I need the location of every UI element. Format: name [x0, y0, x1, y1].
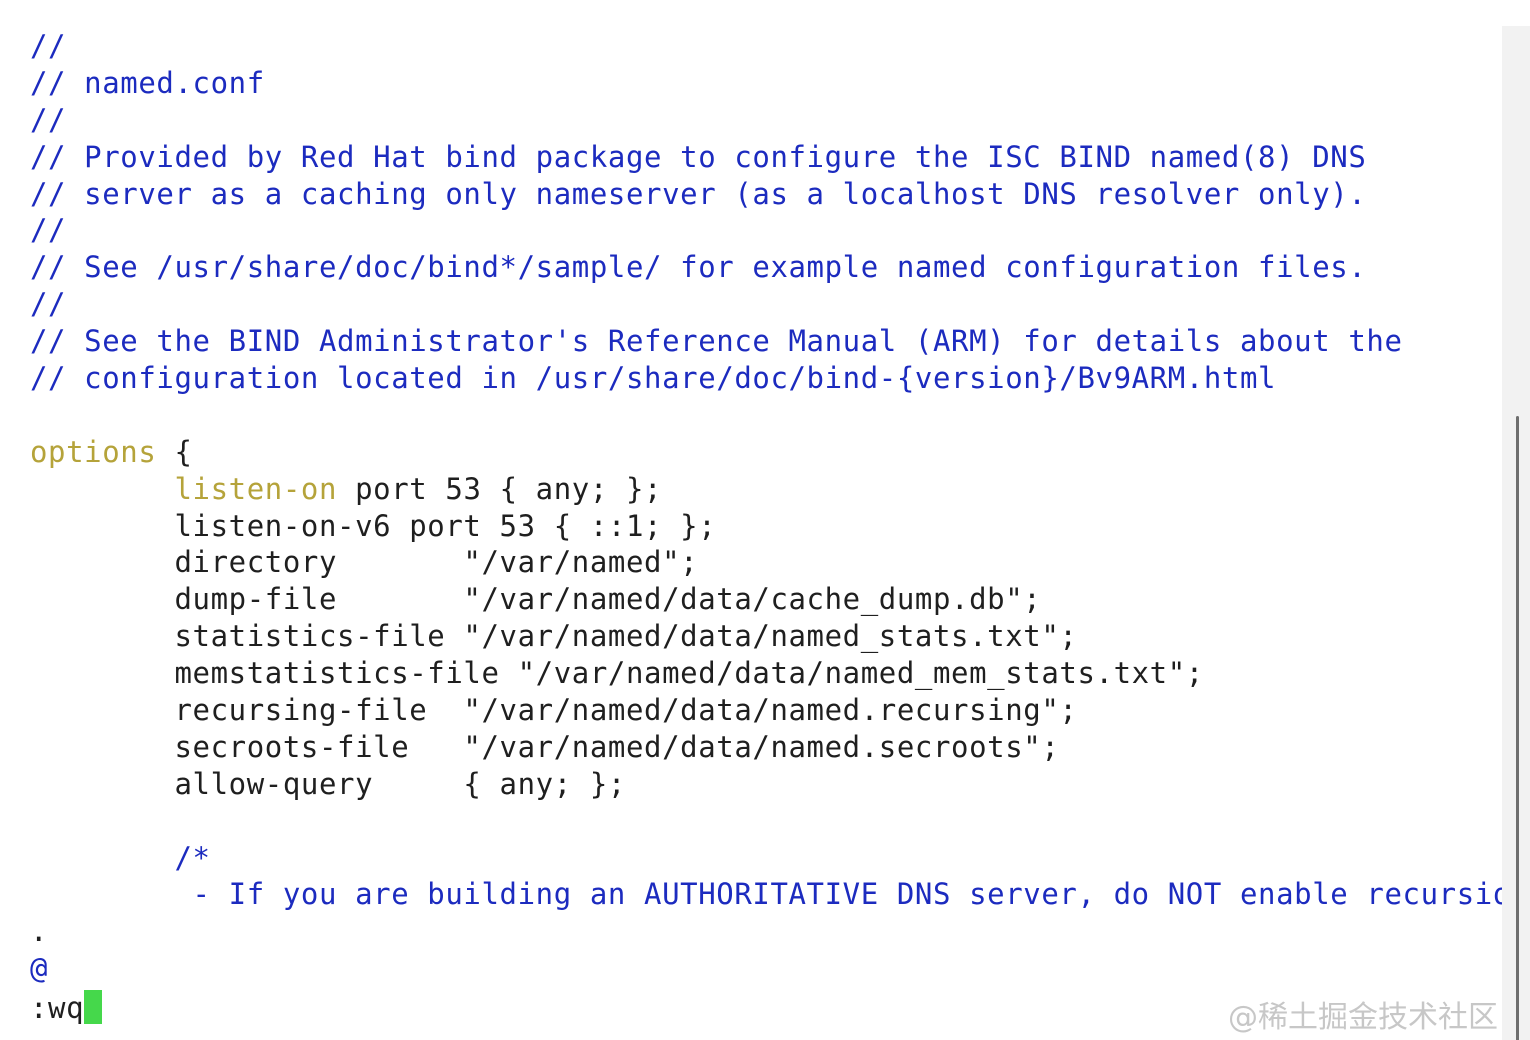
code-line: // named.conf	[30, 65, 265, 100]
code-line: //	[30, 29, 67, 63]
keyword-listen-on: listen-on	[174, 471, 338, 506]
code-line: directory "/var/named";	[30, 545, 699, 580]
code-line: // See /usr/share/doc/bind*/sample/ for …	[30, 250, 1367, 285]
code-line: statistics-file "/var/named/data/named_s…	[30, 619, 1078, 654]
code-line: - If you are building an AUTHORITATIVE D…	[30, 877, 1529, 912]
vim-editor-buffer[interactable]: // // named.conf // // Provided by Red H…	[30, 28, 1529, 987]
code-line: // See the BIND Administrator's Referenc…	[30, 324, 1403, 359]
code-line: recursing-file "/var/named/data/named.re…	[30, 693, 1078, 728]
scrollbar-thumb[interactable]	[1516, 416, 1519, 1040]
code-line: // configuration located in /usr/share/d…	[30, 361, 1277, 396]
code-text: {	[156, 434, 193, 469]
code-line: allow-query { any; };	[30, 766, 626, 801]
code-line: // Provided by Red Hat bind package to c…	[30, 139, 1367, 174]
code-line: // server as a caching only nameserver (…	[30, 176, 1367, 211]
code-line: dump-file "/var/named/data/cache_dump.db…	[30, 582, 1042, 617]
watermark-text: @稀土掘金技术社区	[1228, 1000, 1498, 1035]
command-text: :wq	[30, 991, 85, 1025]
code-line: memstatistics-file "/var/named/data/name…	[30, 656, 1204, 691]
code-line: //	[30, 287, 67, 322]
code-line	[30, 803, 1495, 840]
line-continuation-marker: @	[30, 951, 49, 986]
vertical-scrollbar[interactable]	[1502, 26, 1530, 1040]
code-line: //	[30, 102, 67, 137]
code-line-options: options {	[30, 434, 1495, 471]
keyword-options: options	[30, 434, 157, 469]
vim-command-line[interactable]: :wq	[30, 990, 103, 1027]
code-indent	[30, 472, 174, 506]
code-text: port 53 { any; };	[337, 471, 663, 506]
wrapped-line-marker: .	[30, 914, 49, 949]
code-line	[30, 397, 1495, 434]
code-line: //	[30, 213, 67, 248]
code-line: secroots-file "/var/named/data/named.sec…	[30, 729, 1060, 764]
code-line: /*	[30, 840, 211, 875]
code-line-listen-on: listen-on port 53 { any; };	[30, 471, 1495, 508]
code-line: listen-on-v6 port 53 { ::1; };	[30, 508, 717, 543]
text-cursor	[84, 990, 103, 1024]
